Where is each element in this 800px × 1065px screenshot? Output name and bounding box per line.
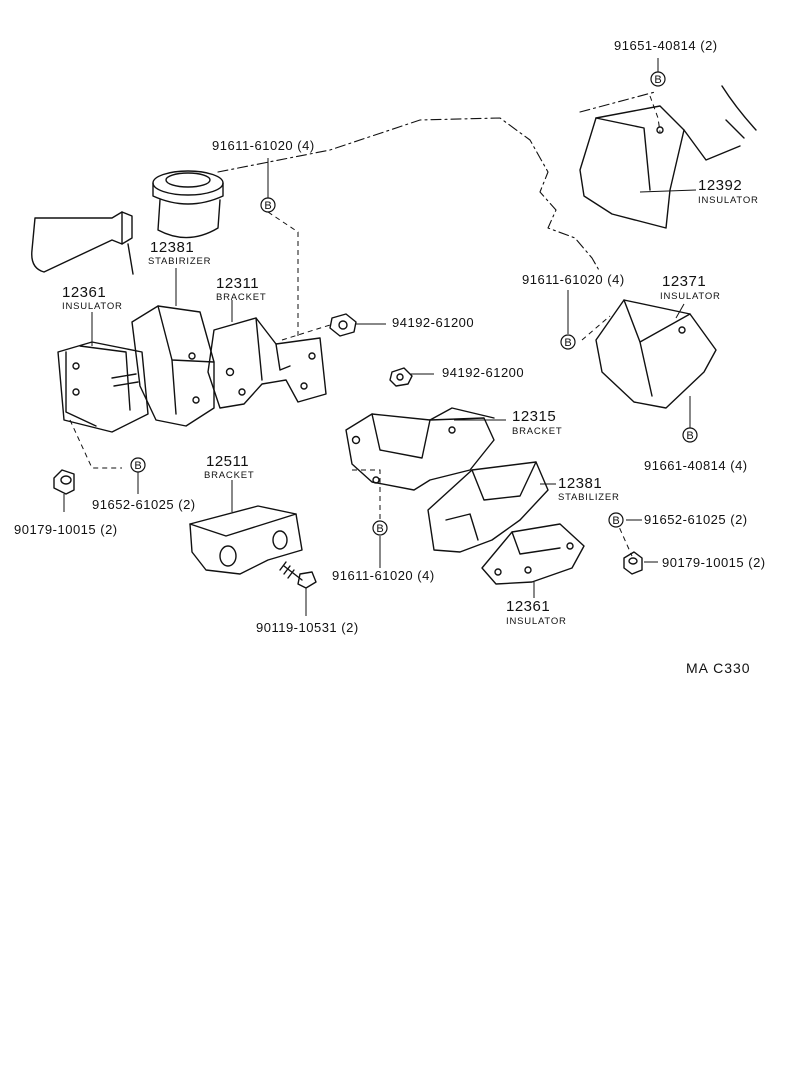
- assembly-lines: [69, 95, 661, 557]
- label-12311-desc: BRACKET: [216, 292, 267, 303]
- label-12315-desc: BRACKET: [512, 426, 563, 437]
- callout-b-6: B: [372, 520, 388, 536]
- nut-94192-b: [389, 367, 413, 387]
- label-12361-right-desc: INSULATOR: [506, 616, 567, 627]
- nut-90179-right: [623, 551, 643, 575]
- callout-b-7: B: [608, 512, 624, 528]
- label-91611-61020-top: 91611-61020 (4): [212, 138, 315, 153]
- label-12381-right: 12381: [558, 475, 603, 492]
- label-91652-61025-right: 91652-61025 (2): [644, 512, 748, 527]
- label-12392-desc: INSULATOR: [698, 195, 759, 206]
- label-12511: 12511: [206, 453, 250, 470]
- insulator-12361-left: [57, 341, 149, 433]
- engine-outline: [217, 117, 601, 273]
- label-90119-10531: 90119-10531 (2): [256, 620, 359, 635]
- stabilizer-12381-left: [131, 305, 215, 427]
- reference-code: MA C330: [686, 660, 751, 676]
- label-12381-left-desc: STABIRIZER: [148, 256, 212, 267]
- label-94192-61200-b: 94192-61200: [442, 365, 525, 380]
- label-91651-40814: 91651-40814 (2): [614, 38, 718, 53]
- label-12361-left-desc: INSULATOR: [62, 301, 123, 312]
- nut-90179-left: [53, 469, 75, 495]
- leader-lines: [63, 58, 697, 616]
- label-12511-desc: BRACKET: [204, 470, 255, 481]
- label-90179-10015-right: 90179-10015 (2): [662, 555, 766, 570]
- stabilizer-12381-right: [427, 461, 549, 553]
- engine-outline-top: [579, 91, 656, 113]
- insulator-12371: [595, 299, 717, 409]
- label-12381-right-desc: STABILIZER: [558, 492, 620, 503]
- label-91611-61020-bottom: 91611-61020 (4): [332, 568, 435, 583]
- callout-letter: B: [564, 337, 571, 349]
- callout-letter: B: [376, 523, 383, 535]
- coolant-pipe: [31, 211, 134, 275]
- insulator-12361-right: [481, 523, 585, 585]
- filler-neck: [152, 170, 224, 239]
- bracket-12311: [207, 317, 327, 409]
- label-12361-left: 12361: [62, 284, 107, 301]
- bracket-12511: [189, 505, 303, 575]
- callout-letter: B: [654, 74, 661, 86]
- callout-b-5: B: [682, 427, 698, 443]
- nut-94192-a: [329, 313, 357, 337]
- label-12371: 12371: [662, 273, 707, 290]
- label-91611-61020-right: 91611-61020 (4): [522, 272, 625, 287]
- label-90179-10015-left: 90179-10015 (2): [14, 522, 118, 537]
- label-91661-40814: 91661-40814 (4): [644, 458, 748, 473]
- label-12392: 12392: [698, 177, 743, 194]
- callout-letter: B: [134, 460, 141, 472]
- label-12381-left: 12381: [150, 239, 195, 256]
- callout-circles: B B B B B B B: [130, 71, 698, 536]
- label-12361-right: 12361: [506, 598, 551, 615]
- callout-b-2: B: [260, 197, 276, 213]
- label-91652-61025-left: 91652-61025 (2): [92, 497, 196, 512]
- label-12311: 12311: [216, 275, 260, 292]
- callout-b-3: B: [560, 334, 576, 350]
- label-12371-desc: INSULATOR: [660, 291, 721, 302]
- callout-b-1: B: [650, 71, 666, 87]
- callout-letter: B: [264, 200, 271, 212]
- bracket-12315: [345, 407, 495, 491]
- bolt-90119-10531: [279, 561, 317, 589]
- callout-letter: B: [612, 515, 619, 527]
- insulator-12392: [579, 85, 757, 229]
- label-12315: 12315: [512, 408, 557, 425]
- callout-letter: B: [686, 430, 693, 442]
- callout-b-4: B: [130, 457, 146, 473]
- label-94192-61200-a: 94192-61200: [392, 315, 475, 330]
